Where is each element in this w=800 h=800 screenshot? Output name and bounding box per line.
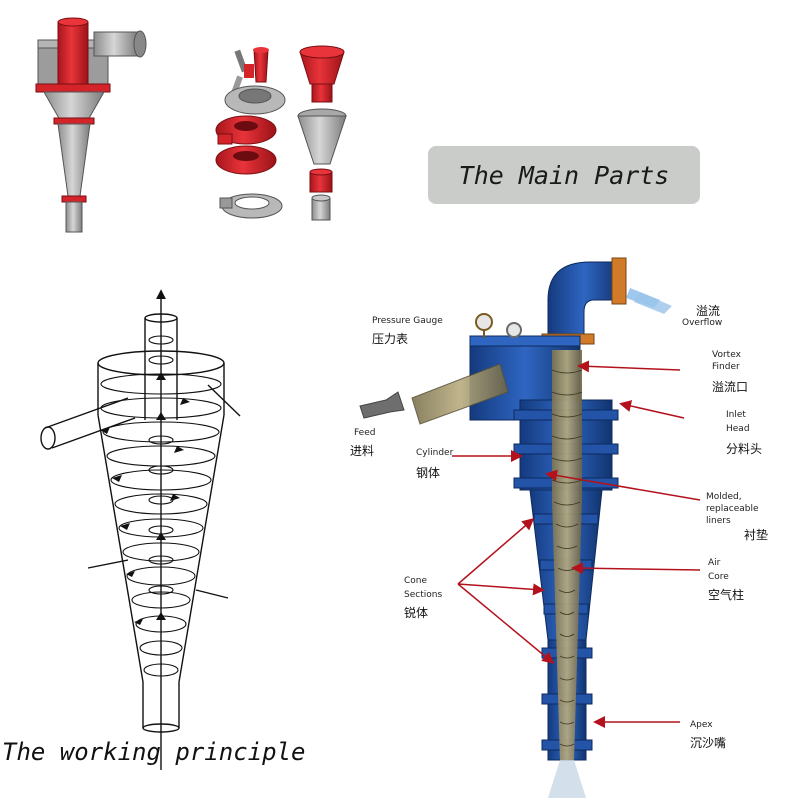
cone-sections-label-zh: 锐体 <box>404 604 428 621</box>
molded-liners-label-zh: 衬垫 <box>744 526 768 543</box>
apex-label: Apex <box>690 720 713 731</box>
inlet-head-label-1: Inlet <box>726 410 746 421</box>
working-principle-diagram <box>41 292 240 770</box>
molded-liners-label-1: Molded, <box>706 492 742 503</box>
feed-label-zh: 进料 <box>350 442 374 459</box>
inlet-head-label-zh: 分料头 <box>726 440 762 457</box>
air-core-label-1: Air <box>708 558 720 569</box>
air-core-label-2: Core <box>708 572 729 583</box>
molded-liners-label-2: replaceable <box>706 504 759 515</box>
vortex-finder-label-2: Finder <box>712 362 740 373</box>
cone-sections-label-1: Cone <box>404 576 427 587</box>
pressure-gauge-label: Pressure Gauge <box>372 316 443 327</box>
exploded-parts-illustration <box>216 46 346 220</box>
molded-liners-label-3: liners <box>706 516 731 527</box>
main-parts-title-box: The Main Parts <box>428 146 700 204</box>
pressure-gauge-label-zh: 压力表 <box>372 330 408 347</box>
main-parts-title: The Main Parts <box>459 161 670 190</box>
cylinder-label: Cylinder <box>416 448 453 459</box>
apex-label-zh: 沉沙嘴 <box>690 734 726 751</box>
cutaway-cyclone-illustration <box>36 18 146 232</box>
air-core-label-zh: 空气柱 <box>708 586 744 603</box>
working-principle-caption: The working principle <box>2 738 305 766</box>
vortex-finder-label-zh: 溢流口 <box>712 378 748 395</box>
feed-label: Feed <box>354 428 375 439</box>
overflow-label-zh: 溢流 <box>696 302 720 319</box>
cylinder-label-zh: 钢体 <box>416 464 440 481</box>
cone-sections-label-2: Sections <box>404 590 442 601</box>
vortex-finder-label-1: Vortex <box>712 350 741 361</box>
inlet-head-label-2: Head <box>726 424 750 435</box>
overflow-label: Overflow <box>682 318 722 329</box>
